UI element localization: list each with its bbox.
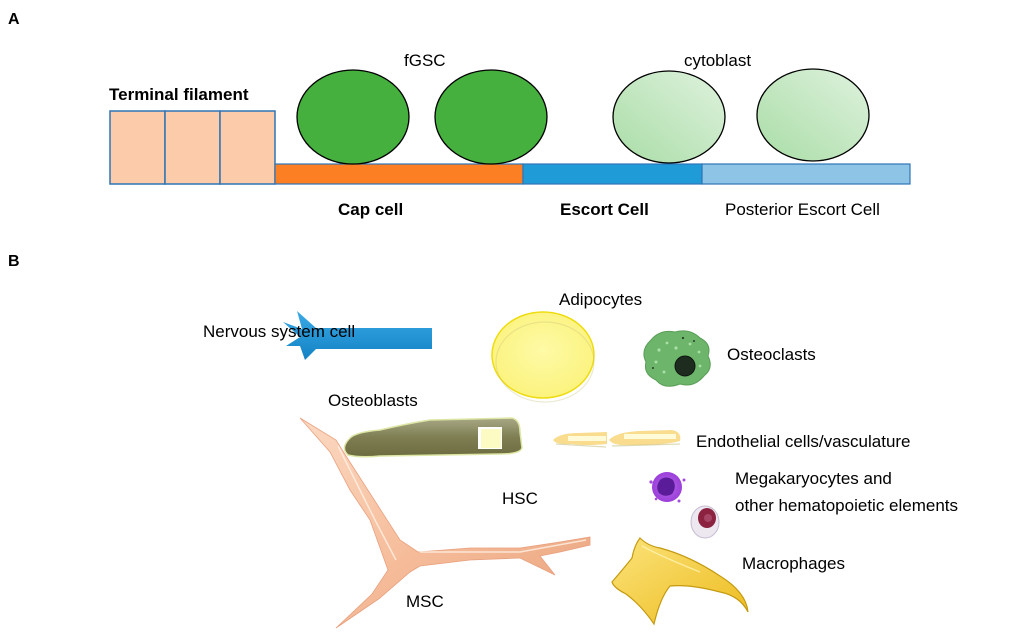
megakaryocyte-icon <box>649 472 686 503</box>
endothelial-cells-icon <box>553 430 681 448</box>
nervous-system-cell-label: Nervous system cell <box>203 322 356 341</box>
terminal-filament-label: Terminal filament <box>109 85 249 104</box>
hematopoietic-cell-icon <box>690 505 720 539</box>
osteoblasts-label: Osteoblasts <box>328 391 418 410</box>
terminal-filament-cell-3 <box>219 110 276 185</box>
macrophage-icon <box>611 537 749 626</box>
adipocyte-shadow <box>495 321 595 403</box>
terminal-filament-cell-1 <box>109 110 166 185</box>
megakaryocytes-label-line1: Megakaryocytes and <box>735 469 892 488</box>
posterior-escort-cell-label: Posterior Escort Cell <box>725 200 880 219</box>
fgsc-cell-2 <box>434 69 548 165</box>
msc-icon <box>299 417 591 629</box>
panel-a-letter: A <box>8 11 20 28</box>
cap-cell-label: Cap cell <box>338 200 404 219</box>
megakaryocytes-label-line2: other hematopoietic elements <box>735 496 959 515</box>
fgsc-cell-1 <box>296 69 410 165</box>
msc-label: MSC <box>406 592 444 611</box>
fgsc-label: fGSC <box>404 51 446 70</box>
osteoblast-icon <box>343 417 523 458</box>
posterior-escort-cell-bar <box>701 163 911 185</box>
terminal-filament-cell-2 <box>164 110 221 185</box>
panel-b-letter: B <box>8 253 20 270</box>
osteoclast-icon <box>643 330 711 387</box>
osteoclasts-label: Osteoclasts <box>727 345 816 364</box>
endothelial-label: Endothelial cells/vasculature <box>696 432 911 451</box>
adipocyte-icon <box>491 311 595 399</box>
nervous-system-cell-icon <box>283 311 432 360</box>
cytoblast-label: cytoblast <box>684 51 752 70</box>
cytoblast-cell-2 <box>756 68 870 162</box>
cytoblast-cell-1 <box>612 70 726 164</box>
macrophages-label: Macrophages <box>742 554 846 573</box>
adipocytes-label: Adipocytes <box>559 290 643 309</box>
escort-cell-label: Escort Cell <box>560 200 649 219</box>
hsc-label: HSC <box>502 489 538 508</box>
